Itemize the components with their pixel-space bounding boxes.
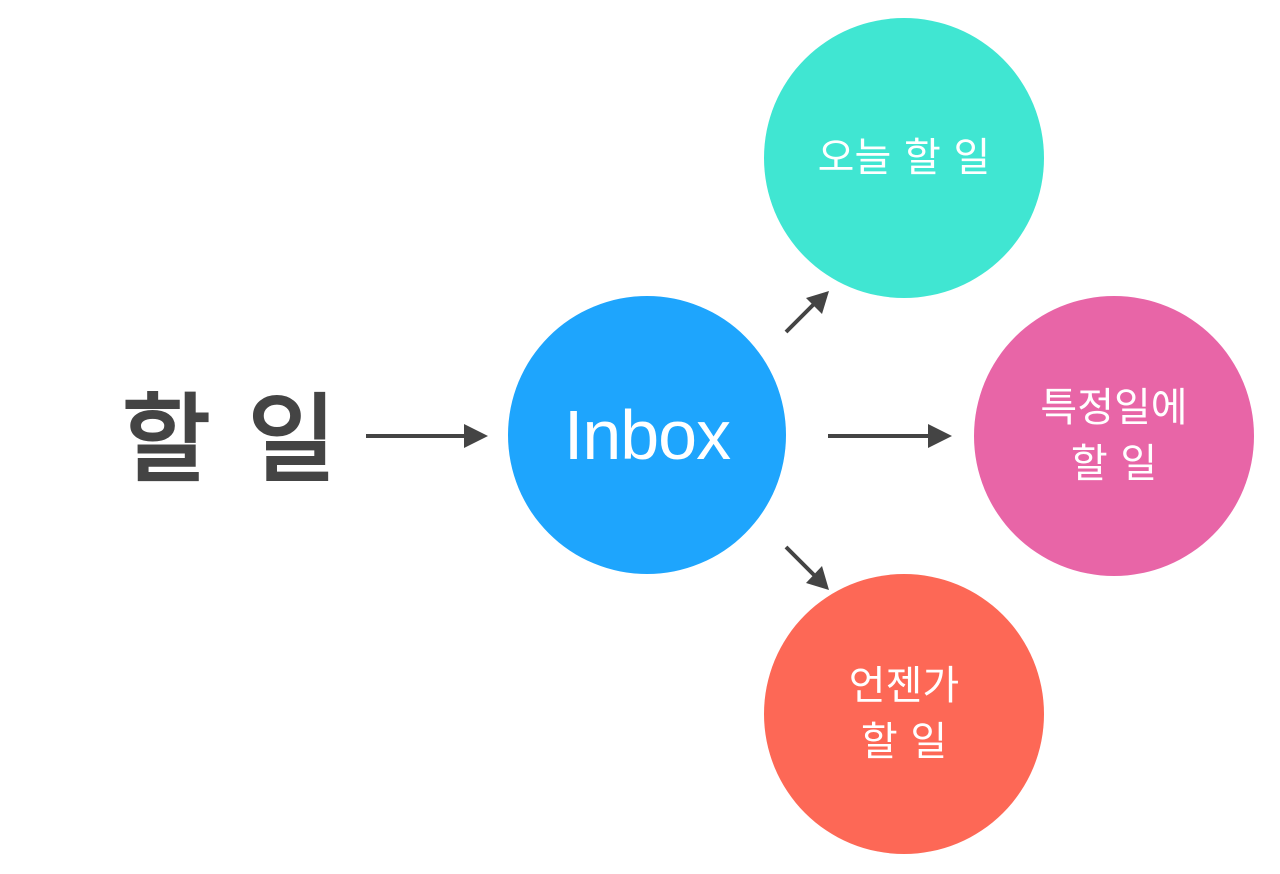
source-label: 할 일 bbox=[121, 383, 339, 496]
arrow-inbox-to-someday bbox=[784, 545, 829, 590]
specific-date-label-line2: 할 일 bbox=[1070, 441, 1158, 487]
someday-node: 언젠가 할 일 bbox=[764, 574, 1044, 854]
inbox-node: Inbox bbox=[508, 296, 786, 574]
someday-label-line2: 할 일 bbox=[860, 719, 948, 765]
specific-date-label-line1: 특정일에 bbox=[1040, 385, 1188, 431]
arrow-source-to-inbox bbox=[366, 424, 488, 448]
today-label: 오늘 할 일 bbox=[817, 135, 991, 181]
arrow-inbox-to-today bbox=[784, 291, 829, 334]
specific-date-node: 특정일에 할 일 bbox=[974, 296, 1254, 576]
today-node: 오늘 할 일 bbox=[764, 18, 1044, 298]
arrow-inbox-to-specific bbox=[828, 424, 952, 448]
someday-label-line1: 언젠가 bbox=[848, 663, 960, 709]
inbox-label: Inbox bbox=[563, 396, 731, 474]
